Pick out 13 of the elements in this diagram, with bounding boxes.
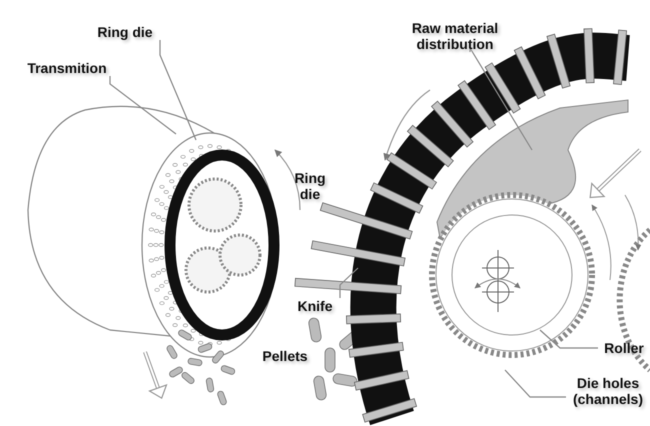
leader-line [159, 40, 197, 140]
leader-line [540, 330, 598, 349]
part-label: Ring die [90, 24, 160, 40]
part-label: Knife [290, 298, 340, 314]
leader-line [339, 268, 358, 298]
part-label: Ring die [293, 170, 327, 202]
part-label: Transmition [12, 60, 122, 76]
part-label: Raw material distribution [395, 20, 515, 52]
part-label: Roller [598, 340, 650, 356]
leader-line [109, 76, 176, 134]
part-label: Pellets [261, 348, 309, 364]
part-label: Die holes (channels) [566, 375, 650, 407]
leader-line [504, 370, 566, 398]
